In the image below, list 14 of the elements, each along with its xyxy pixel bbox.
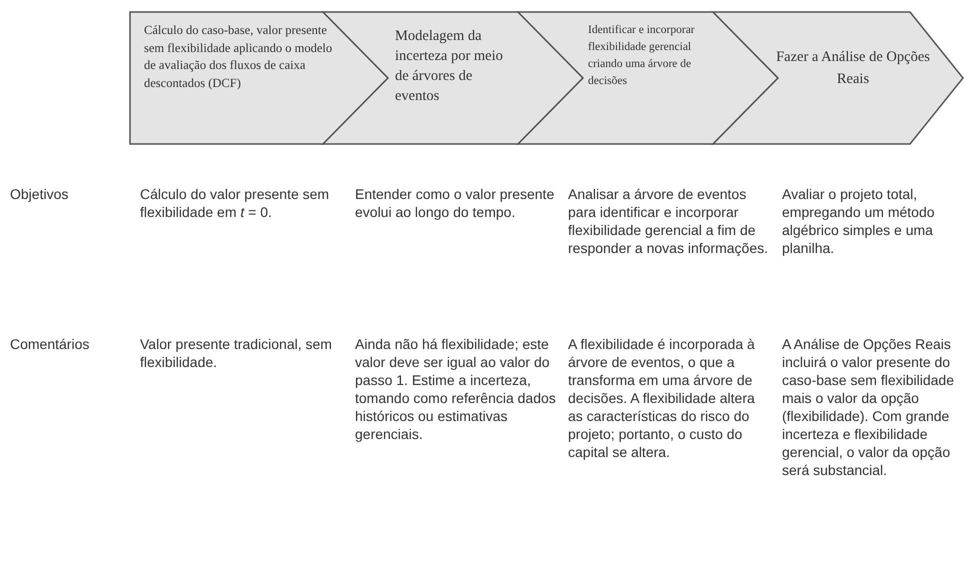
cell-text: Cálculo do valor presente sem flexibilidade em t = 0. <box>140 185 330 221</box>
step-text: Fazer a Análise de Opções Reais <box>775 48 931 89</box>
row-header: Comentários <box>10 335 90 353</box>
step-text: Identificar e incorporar flexibilidade gerencial criando uma árvore de decisões <box>588 23 696 89</box>
cell-text: Avaliar o projeto total, empregando um método algébrico simples e uma planilha. <box>782 185 936 257</box>
step-text: Cálculo do caso-base, valor presente sem flexibilidade aplicando o modelo de avaliação dos fluxos de caixa descontados (DCF) <box>144 22 334 92</box>
cell-text: Ainda não há flexibilidade; este valor deve ser igual ao valor do passo 1. Estime a incerteza, tomando como referência dados históricos ou estimativas gerenciais. <box>355 335 557 443</box>
row-header: Objetivos <box>10 185 70 203</box>
cell-text: Valor presente tradicional, sem flexibilidade. <box>140 335 333 371</box>
cell-text: Entender como o valor presente evolui ao longo do tempo. <box>355 185 556 221</box>
cell-text: Analisar a árvore de eventos para identificar e incorporar flexibilidade gerencial a fim de responder a novas informações. <box>568 185 769 257</box>
cell-text: A flexibilidade é incorporada à árvore de eventos, o que a transforma em uma árvore de decisões. A flexibilidade altera as características do risco do projeto; portanto, o custo do capital se altera. <box>568 335 756 461</box>
cell-text: A Análise de Opções Reais incluirá o valor presente do caso-base sem flexibilidade mais o valor da opção (flexibilidade). Com grande incerteza e flexibilidade gerencial, o valor da opção será substancial. <box>782 335 955 479</box>
step-text: Modelagem da incerteza por meio de árvores de eventos <box>395 27 504 106</box>
